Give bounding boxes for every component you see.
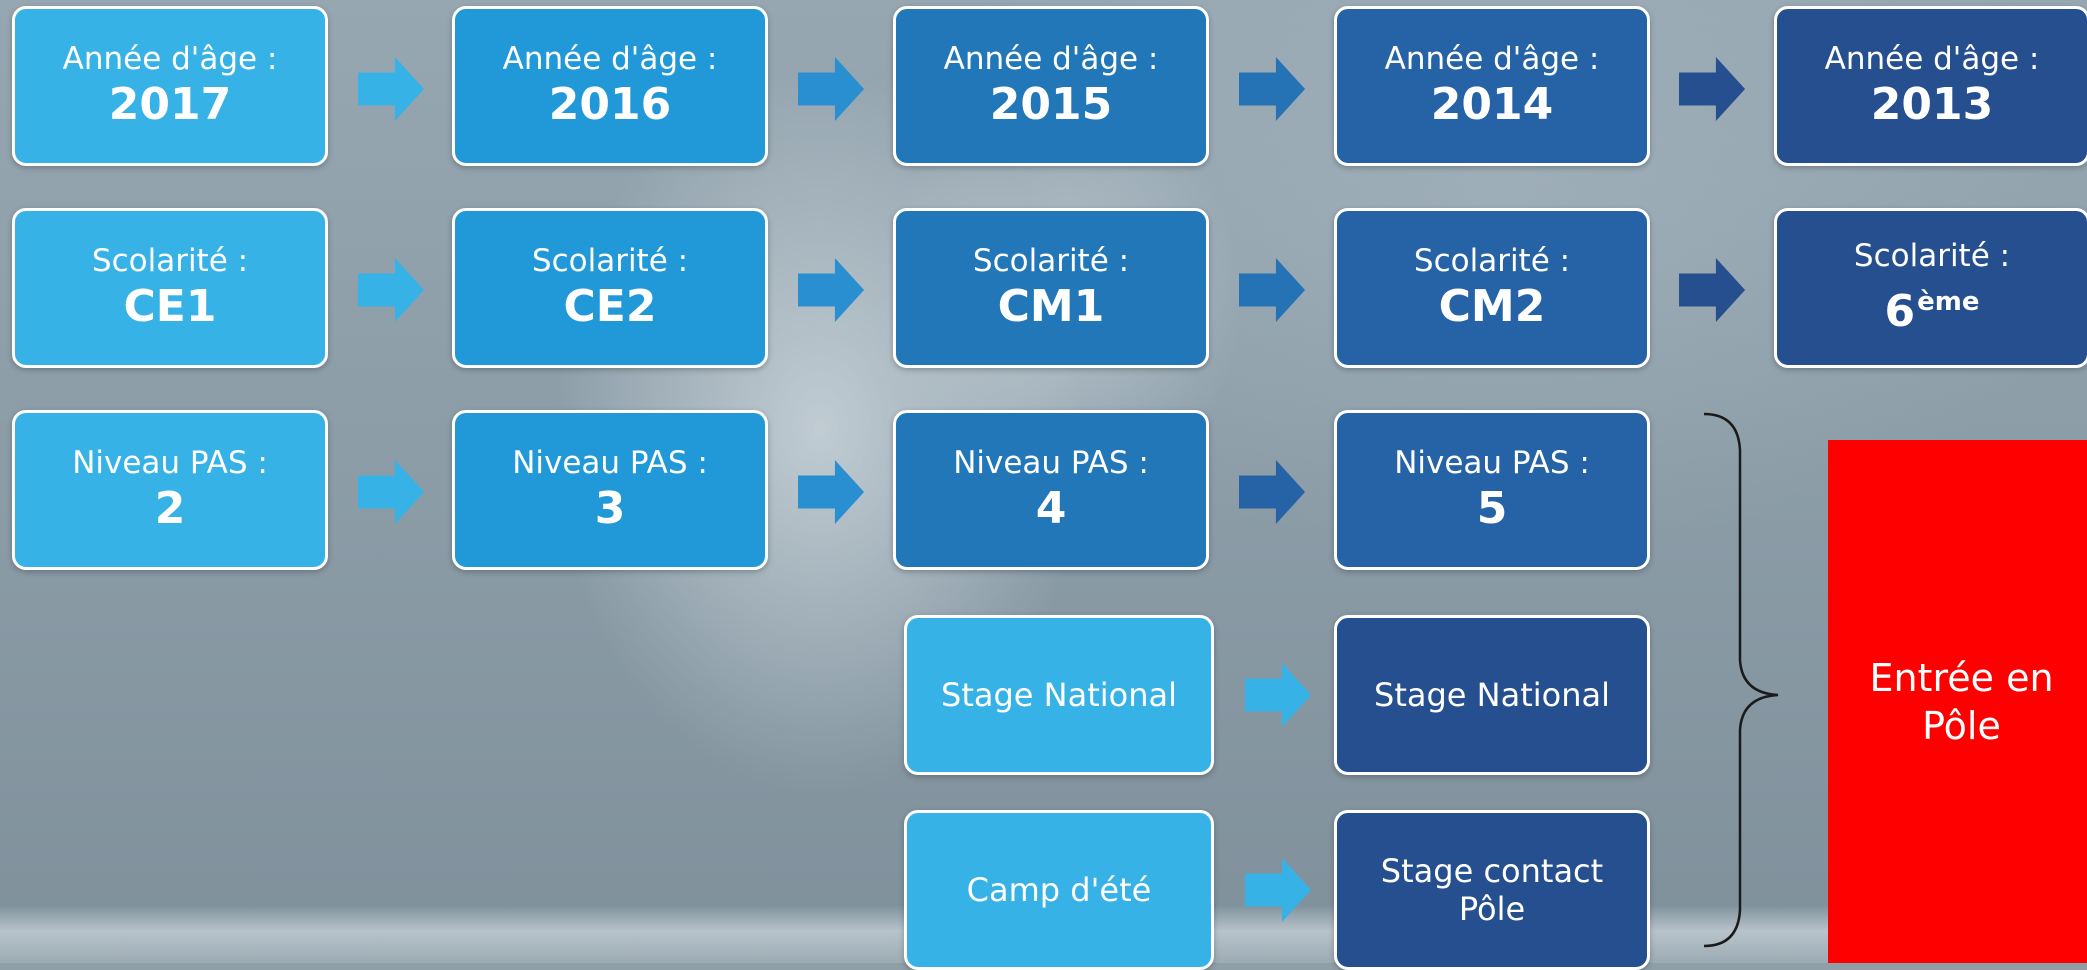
stage-contact-pole-box: Stage contact Pôle: [1334, 810, 1650, 970]
arrow-right-icon: [1239, 257, 1306, 323]
arrow-right-icon: [358, 257, 425, 323]
stage-contact-line-1: Stage contact: [1380, 852, 1604, 890]
school-value: CM2: [1438, 281, 1546, 332]
school-label: Scolarité :: [972, 243, 1130, 279]
school-box-3: Scolarité : CM1: [893, 208, 1209, 368]
school-value: CE2: [563, 281, 657, 332]
pas-value: 3: [594, 483, 626, 534]
arrow-right-icon: [798, 459, 865, 525]
pas-label: Niveau PAS :: [72, 445, 268, 481]
age-value: 2016: [548, 79, 672, 130]
age-value: 2015: [989, 79, 1113, 130]
pas-value: 4: [1035, 483, 1067, 534]
school-box-5: Scolarité : 6ème: [1774, 208, 2087, 368]
pas-label: Niveau PAS :: [512, 445, 708, 481]
pas-value: 5: [1476, 483, 1508, 534]
entree-en-pole-line-2: Pôle: [1922, 703, 2001, 748]
pas-label: Niveau PAS :: [1394, 445, 1590, 481]
school-value: CE1: [123, 281, 217, 332]
arrow-right-icon: [1239, 459, 1306, 525]
pas-box-3: Niveau PAS : 4: [893, 410, 1209, 570]
stage-national-label: Stage National: [941, 676, 1177, 714]
pas-box-4: Niveau PAS : 5: [1334, 410, 1650, 570]
arrow-right-icon: [358, 56, 425, 122]
school-value: 6ème: [1885, 275, 1980, 339]
pas-value: 2: [154, 483, 186, 534]
curly-brace: [1703, 412, 1779, 948]
pas-box-2: Niveau PAS : 3: [452, 410, 768, 570]
stage-contact-line-2: Pôle: [1458, 890, 1526, 928]
pas-label: Niveau PAS :: [953, 445, 1149, 481]
school-label: Scolarité :: [91, 243, 249, 279]
age-box-1: Année d'âge : 2017: [12, 6, 328, 166]
age-box-2: Année d'âge : 2016: [452, 6, 768, 166]
school-value-suffix: ème: [1917, 287, 1980, 317]
age-label: Année d'âge :: [502, 41, 718, 77]
arrow-right-icon: [1679, 56, 1746, 122]
school-label: Scolarité :: [531, 243, 689, 279]
school-box-4: Scolarité : CM2: [1334, 208, 1650, 368]
arrow-right-icon: [798, 56, 865, 122]
school-value: CM1: [997, 281, 1105, 332]
stage-national-box-1: Stage National: [904, 615, 1214, 775]
camp-ete-box: Camp d'été: [904, 810, 1214, 970]
school-value-number: 6: [1884, 286, 1916, 337]
pas-box-1: Niveau PAS : 2: [12, 410, 328, 570]
age-label: Année d'âge :: [1384, 41, 1600, 77]
arrow-right-icon: [1245, 857, 1312, 923]
stage-national-label: Stage National: [1374, 676, 1610, 714]
arrow-right-icon: [1679, 257, 1746, 323]
age-label: Année d'âge :: [943, 41, 1159, 77]
age-value: 2017: [108, 79, 232, 130]
age-label: Année d'âge :: [1824, 41, 2040, 77]
age-box-4: Année d'âge : 2014: [1334, 6, 1650, 166]
age-value: 2013: [1870, 79, 1994, 130]
school-box-2: Scolarité : CE2: [452, 208, 768, 368]
age-value: 2014: [1430, 79, 1554, 130]
camp-ete-label: Camp d'été: [966, 871, 1152, 909]
school-label: Scolarité :: [1853, 238, 2011, 274]
age-box-5: Année d'âge : 2013: [1774, 6, 2087, 166]
school-label: Scolarité :: [1413, 243, 1571, 279]
stage-national-box-2: Stage National: [1334, 615, 1650, 775]
entree-en-pole-line-1: Entrée en: [1869, 655, 2054, 700]
school-box-1: Scolarité : CE1: [12, 208, 328, 368]
arrow-right-icon: [1245, 662, 1312, 728]
arrow-right-icon: [798, 257, 865, 323]
age-label: Année d'âge :: [62, 41, 278, 77]
entree-en-pole-box: Entrée en Pôle: [1828, 440, 2087, 963]
arrow-right-icon: [358, 459, 425, 525]
age-box-3: Année d'âge : 2015: [893, 6, 1209, 166]
arrow-right-icon: [1239, 56, 1306, 122]
